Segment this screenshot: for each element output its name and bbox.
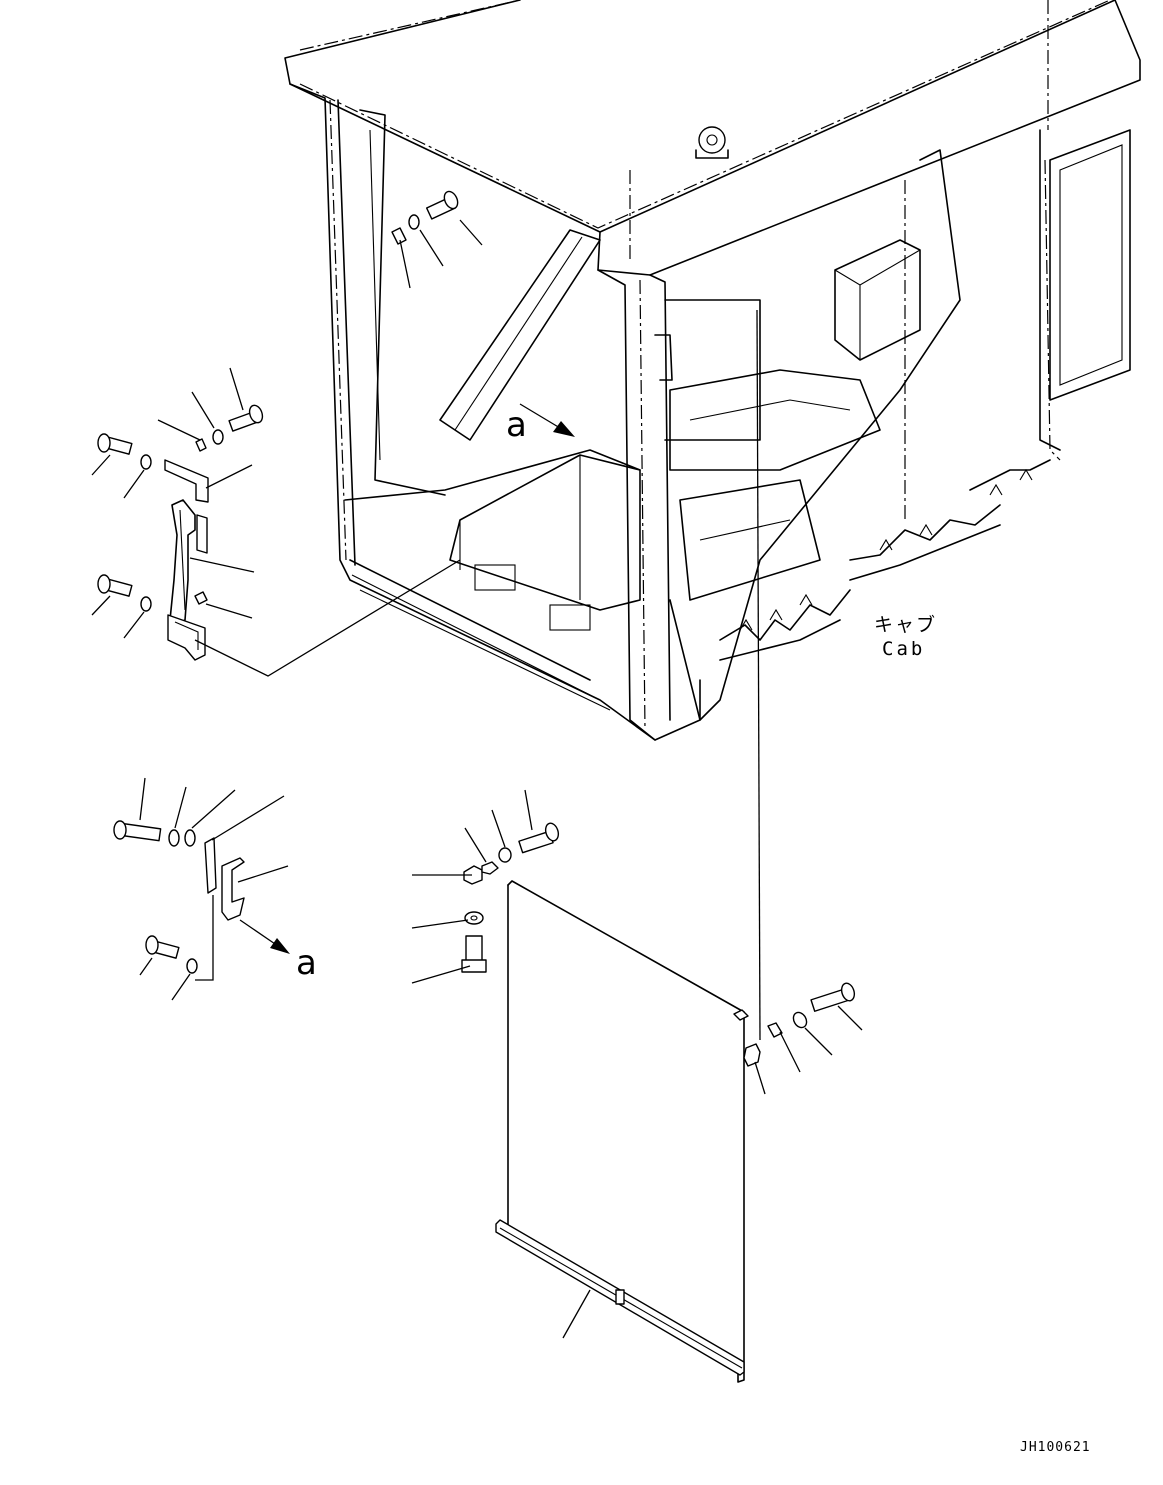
cab-floor-mounts: [719, 459, 1051, 661]
reference-label-a-lower: a: [296, 943, 317, 983]
upper-bolt-group: [391, 190, 483, 289]
drawing-code: JH100621: [1020, 1440, 1091, 1455]
reference-arrow-upper: [519, 403, 575, 437]
bracket-assembly: [113, 777, 290, 1001]
roller-blind: [411, 309, 863, 1383]
reference-label-a-upper: a: [506, 405, 527, 445]
cab-body: [284, 0, 1141, 741]
cab-label-japanese: キャブ: [874, 614, 938, 636]
cab-label-english: Cab: [882, 638, 926, 660]
handrail-assembly: [91, 367, 461, 677]
